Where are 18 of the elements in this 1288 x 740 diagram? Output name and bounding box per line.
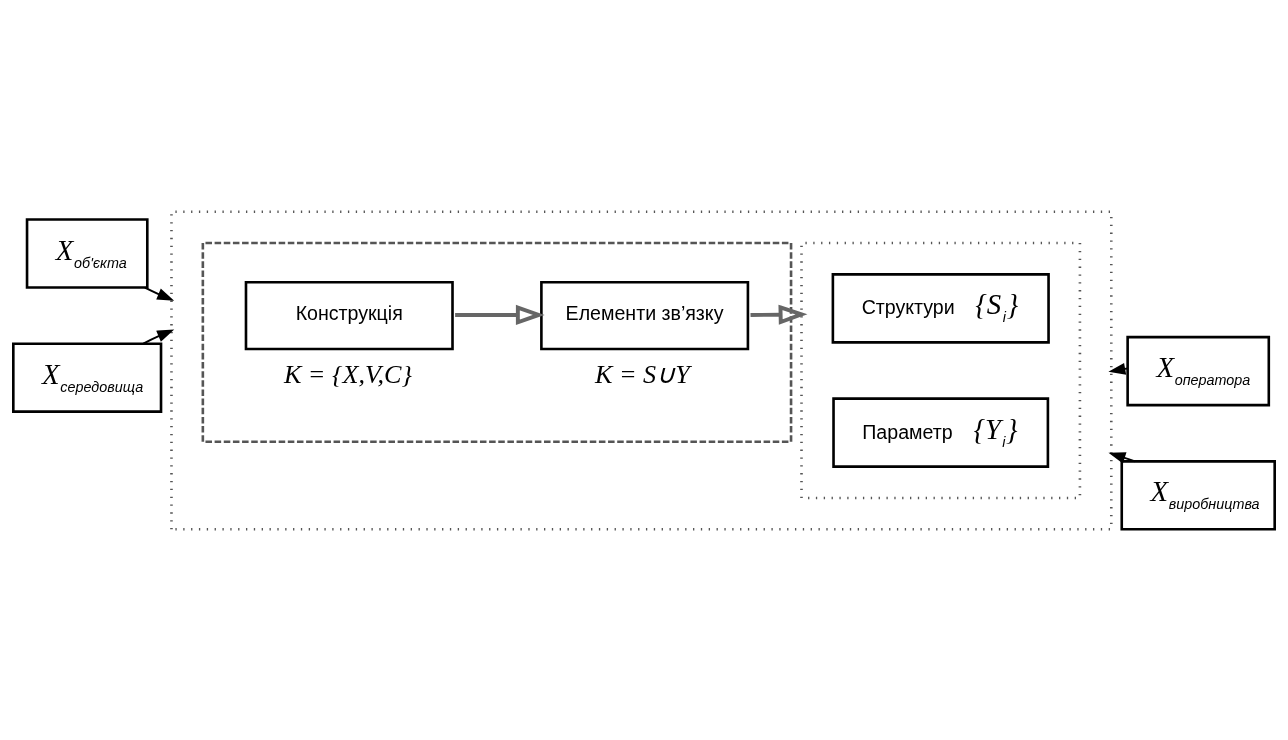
node-label: K = S∪Y: [594, 359, 690, 389]
cluster: [170, 209, 1113, 531]
node-label: K = {X,V,C}: [283, 359, 412, 389]
node-box: X$_{середовища}$: [12, 341, 163, 413]
node-box: X$_{об'єкта}$: [25, 217, 149, 289]
arrow: [455, 304, 545, 325]
node-box: Параметр {Y$_{i}$}: [832, 396, 1050, 468]
node-box: X$_{оператора}$: [1126, 335, 1271, 406]
arrow: [143, 286, 175, 301]
node-box: Конструкція: [244, 280, 454, 350]
node-box: Структури {S$_{i}$}: [831, 272, 1050, 344]
cluster: [800, 241, 1082, 499]
arrow: [750, 304, 808, 325]
arrow: [142, 329, 175, 345]
node-box: X$_{виробництва}$: [1120, 459, 1276, 531]
cluster: [201, 241, 793, 443]
arrow: [1108, 451, 1137, 464]
node-box: Елементи зв’язку: [540, 280, 750, 350]
